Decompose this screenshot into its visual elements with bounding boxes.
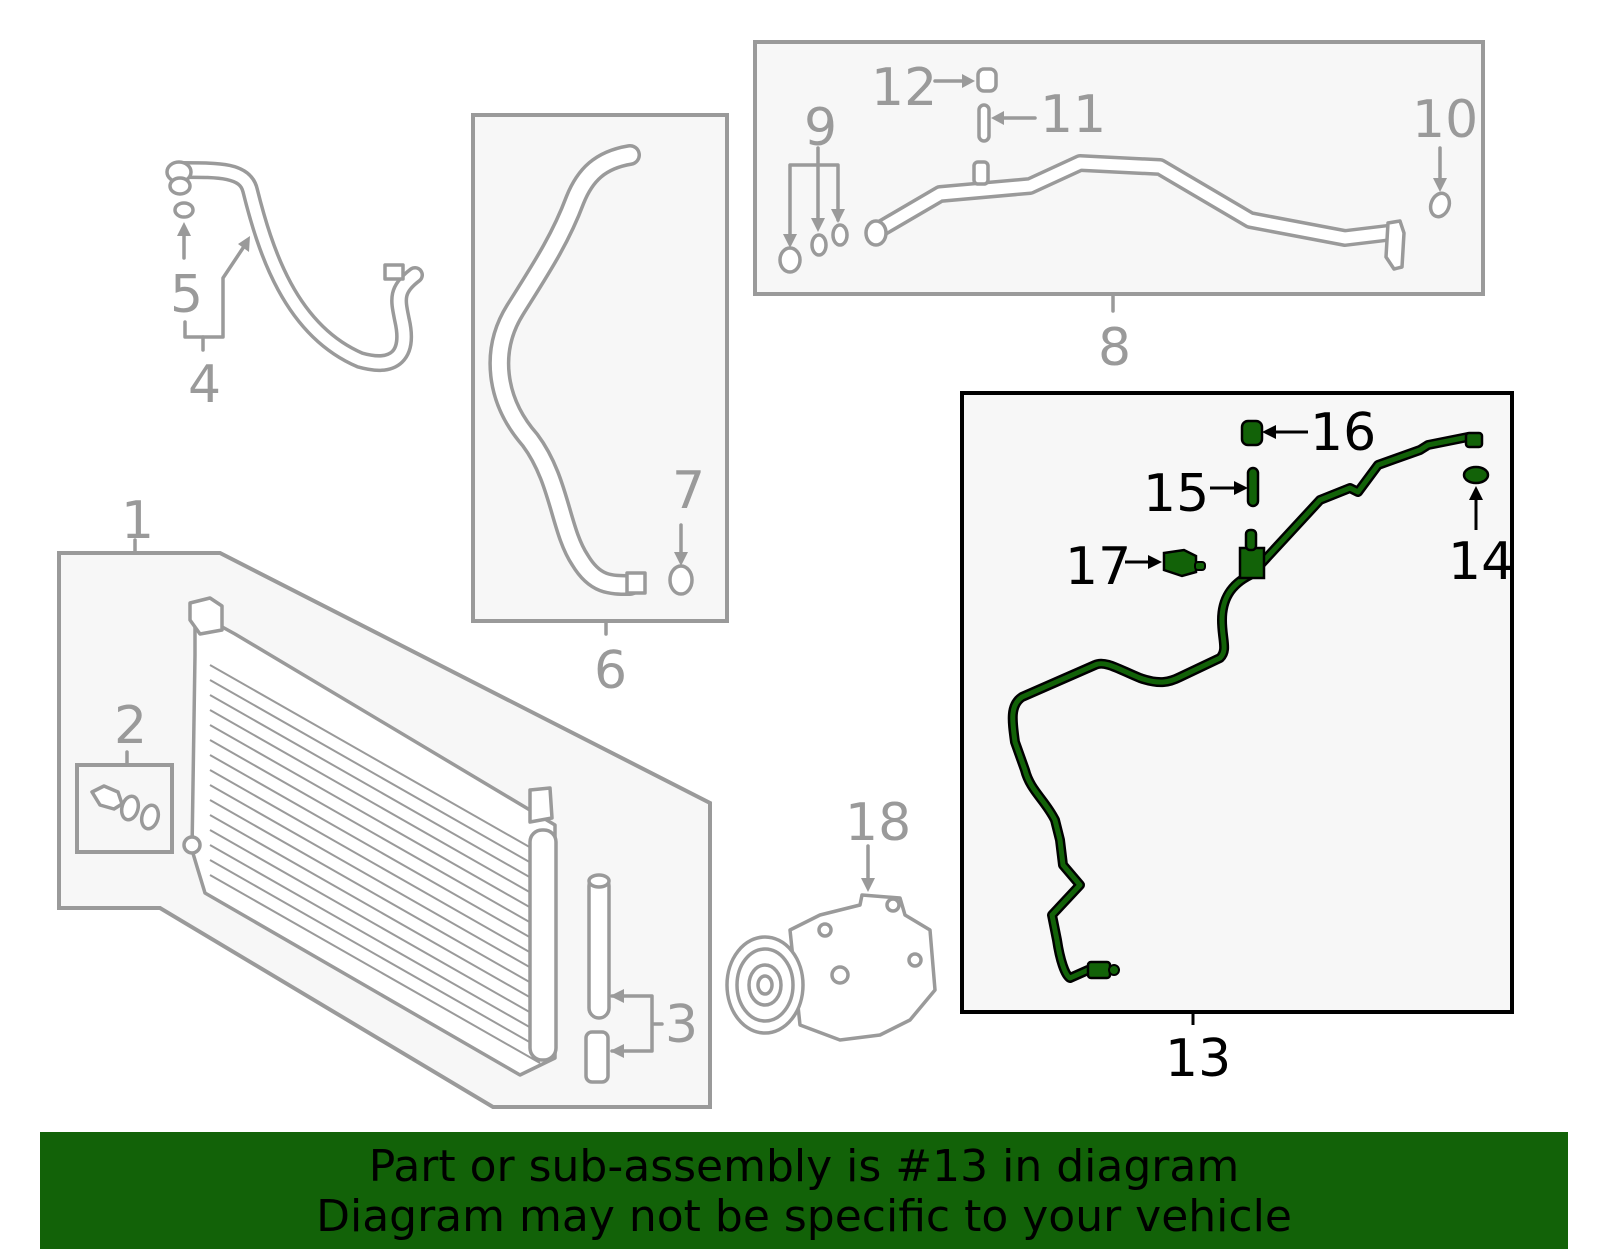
callout-6[interactable]: 6 (594, 641, 627, 701)
callout-9[interactable]: 9 (804, 98, 837, 158)
suction-hose-box (471, 113, 729, 623)
o-ring-9a-icon[interactable] (810, 233, 828, 257)
fitting-kit-icon[interactable] (90, 784, 161, 831)
callout-4[interactable]: 4 (188, 355, 221, 415)
fitting-9-icon[interactable] (778, 246, 802, 274)
o-ring-14-icon[interactable] (1462, 465, 1490, 485)
o-ring-10-icon[interactable] (1427, 191, 1452, 220)
callout-5[interactable]: 5 (170, 265, 203, 325)
valve-core-15-icon[interactable] (1246, 466, 1260, 508)
callout-2[interactable]: 2 (114, 696, 147, 756)
condenser-icon[interactable] (182, 596, 558, 1077)
o-ring-7-icon[interactable] (668, 564, 694, 596)
callout-17[interactable]: 17 (1065, 537, 1131, 597)
callout-7[interactable]: 7 (672, 461, 705, 521)
o-ring-9b-icon[interactable] (831, 223, 849, 247)
callout-8[interactable]: 8 (1098, 318, 1131, 378)
suction-tube-group: 9 12 11 10 8 (753, 40, 1485, 378)
callout-1[interactable]: 1 (121, 491, 154, 551)
condenser-group: 1 (57, 491, 712, 1109)
pressure-sensor-17-icon[interactable] (1162, 548, 1206, 578)
callout-14[interactable]: 14 (1448, 532, 1514, 592)
suction-tube-icon[interactable] (864, 154, 1406, 271)
suction-hose-icon[interactable] (488, 144, 647, 596)
callout-15[interactable]: 15 (1143, 464, 1209, 524)
discharge-hose-group: 5 4 (165, 160, 424, 415)
compressor-group: 18 (725, 793, 937, 1042)
liquid-line-group: 16 15 17 14 13 (960, 391, 1514, 1089)
callout-18[interactable]: 18 (845, 793, 911, 853)
valve-core-11-icon[interactable] (977, 103, 991, 143)
desiccant-icon[interactable] (584, 873, 611, 1084)
banner-line-2: Diagram may not be specific to your vehi… (316, 1191, 1292, 1242)
cap-16-icon[interactable] (1240, 419, 1264, 447)
liquid-line-13-icon[interactable] (1007, 431, 1484, 983)
cap-12-icon[interactable] (976, 67, 998, 93)
compressor-icon[interactable] (725, 893, 937, 1042)
callout-11[interactable]: 11 (1040, 85, 1106, 145)
callout-10[interactable]: 10 (1412, 90, 1478, 150)
part-notice-banner: Part or sub-assembly is #13 in diagram D… (40, 1132, 1568, 1249)
callout-3[interactable]: 3 (665, 995, 698, 1055)
suction-hose-group: 7 6 (471, 113, 729, 701)
callout-13[interactable]: 13 (1165, 1029, 1231, 1089)
o-ring-5-icon[interactable] (173, 201, 195, 219)
callout-16[interactable]: 16 (1310, 403, 1376, 463)
discharge-hose-icon[interactable] (165, 160, 424, 373)
banner-line-1: Part or sub-assembly is #13 in diagram (368, 1141, 1240, 1192)
callout-12[interactable]: 12 (871, 58, 937, 118)
